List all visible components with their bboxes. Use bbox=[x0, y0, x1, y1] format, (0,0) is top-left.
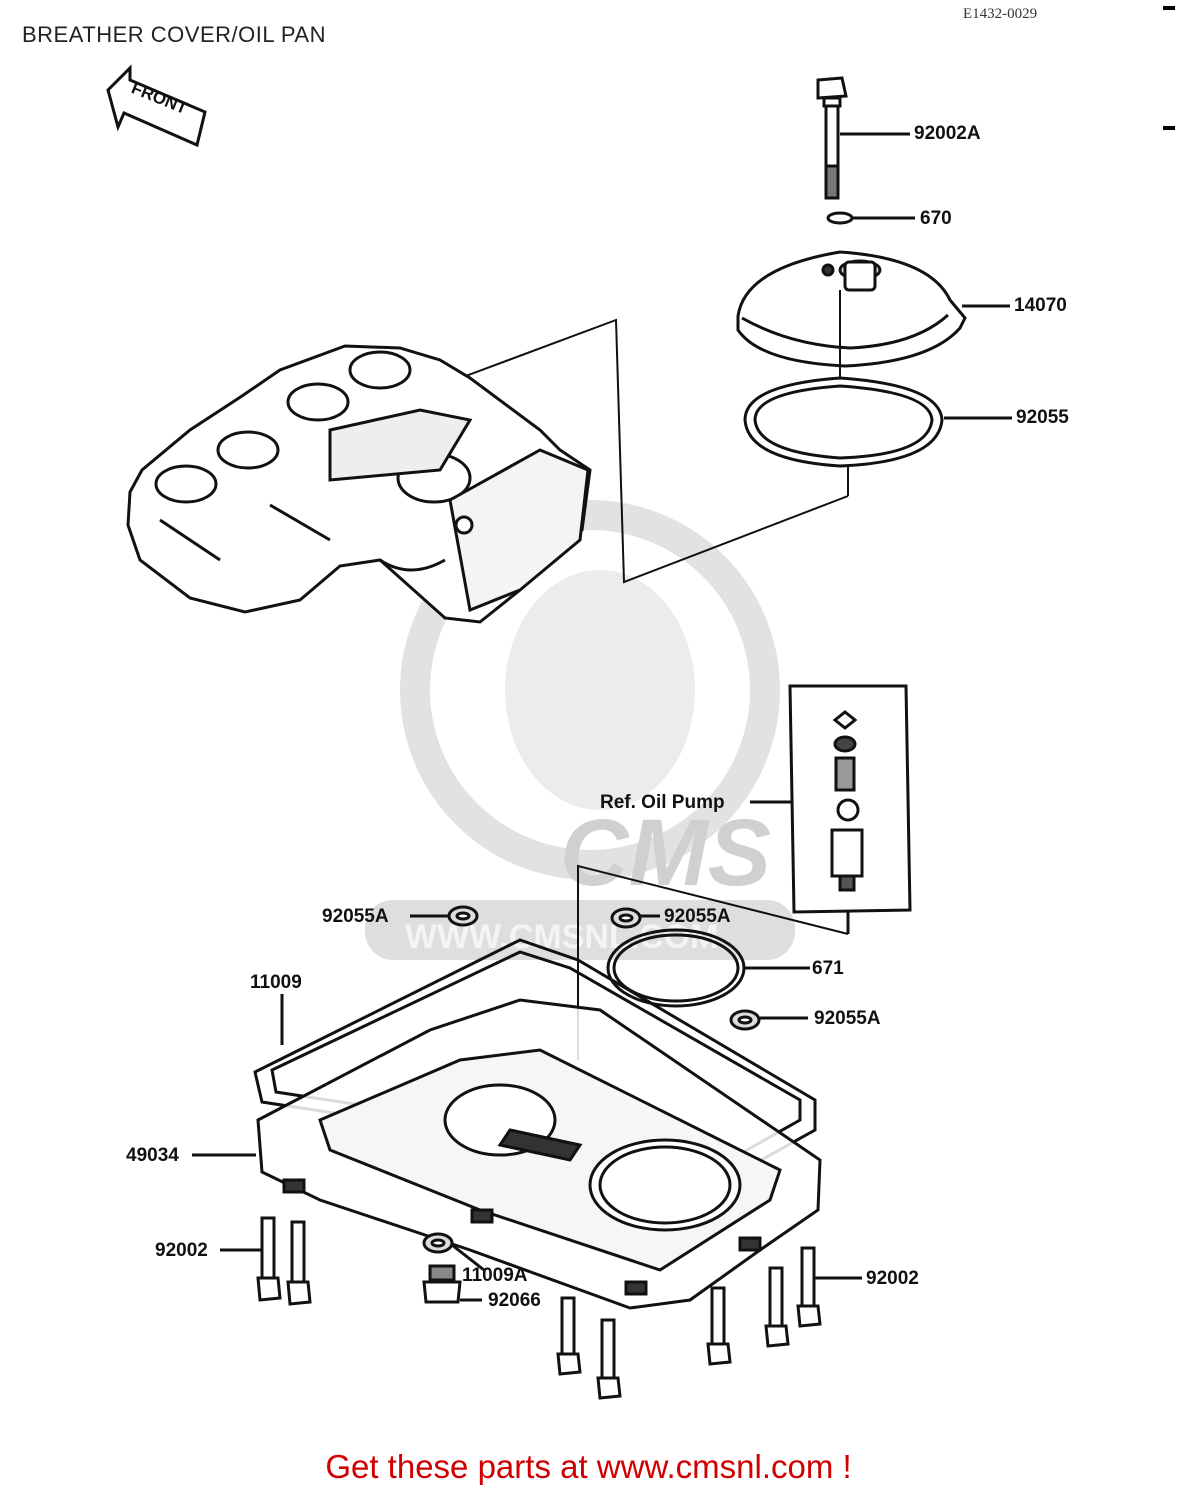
cta-banner[interactable]: Get these parts at www.cmsnl.com ! bbox=[325, 1448, 852, 1485]
drain-plug-92066 bbox=[422, 1264, 482, 1304]
washer-670 bbox=[826, 211, 915, 225]
front-arrow: FRONT bbox=[106, 64, 207, 148]
oil-seal-92055A-left bbox=[410, 905, 479, 927]
label-671: 671 bbox=[812, 958, 844, 979]
cms-watermark: CMS WWW.CMSNL.COM bbox=[365, 500, 795, 960]
breather-reference-lines bbox=[454, 290, 849, 584]
oil-pump-reference-box bbox=[577, 684, 912, 1060]
watermark-logo-text: CMS bbox=[560, 800, 771, 906]
bolt-92002A bbox=[816, 76, 910, 200]
drawing-code: E1432-0029 bbox=[963, 6, 1038, 22]
label-92055A-right: 92055A bbox=[814, 1008, 881, 1029]
crankcase bbox=[126, 344, 592, 624]
label-11009: 11009 bbox=[250, 972, 302, 993]
edge-mark bbox=[1163, 6, 1175, 10]
washer-11009A bbox=[422, 1232, 485, 1272]
gasket-92055 bbox=[743, 376, 1012, 468]
label-92002A: 92002A bbox=[914, 123, 981, 144]
label-92055A-middle: 92055A bbox=[664, 906, 731, 927]
label-92055: 92055 bbox=[1016, 407, 1069, 428]
bolts-92002-left bbox=[220, 1216, 312, 1306]
breather-cover-14070 bbox=[736, 250, 1010, 368]
oil-pan-49034 bbox=[192, 998, 822, 1310]
label-11009A: 11009A bbox=[462, 1265, 528, 1286]
oil-seal-92055A-middle bbox=[610, 907, 660, 929]
label-670: 670 bbox=[920, 208, 952, 229]
label-92002-left: 92002 bbox=[155, 1240, 208, 1261]
bolts-92002-right bbox=[556, 1246, 862, 1400]
label-ref-oil-pump: Ref. Oil Pump bbox=[600, 792, 725, 813]
edge-mark bbox=[1163, 126, 1175, 130]
o-ring-671 bbox=[606, 928, 810, 1008]
oil-seal-92055A-right bbox=[729, 1009, 808, 1031]
label-49034: 49034 bbox=[126, 1145, 179, 1166]
label-92002-right: 92002 bbox=[866, 1268, 919, 1289]
label-14070: 14070 bbox=[1014, 295, 1067, 316]
label-92055A-left: 92055A bbox=[322, 906, 389, 927]
page-title: BREATHER COVER/OIL PAN bbox=[22, 22, 326, 47]
label-92066: 92066 bbox=[488, 1290, 541, 1311]
